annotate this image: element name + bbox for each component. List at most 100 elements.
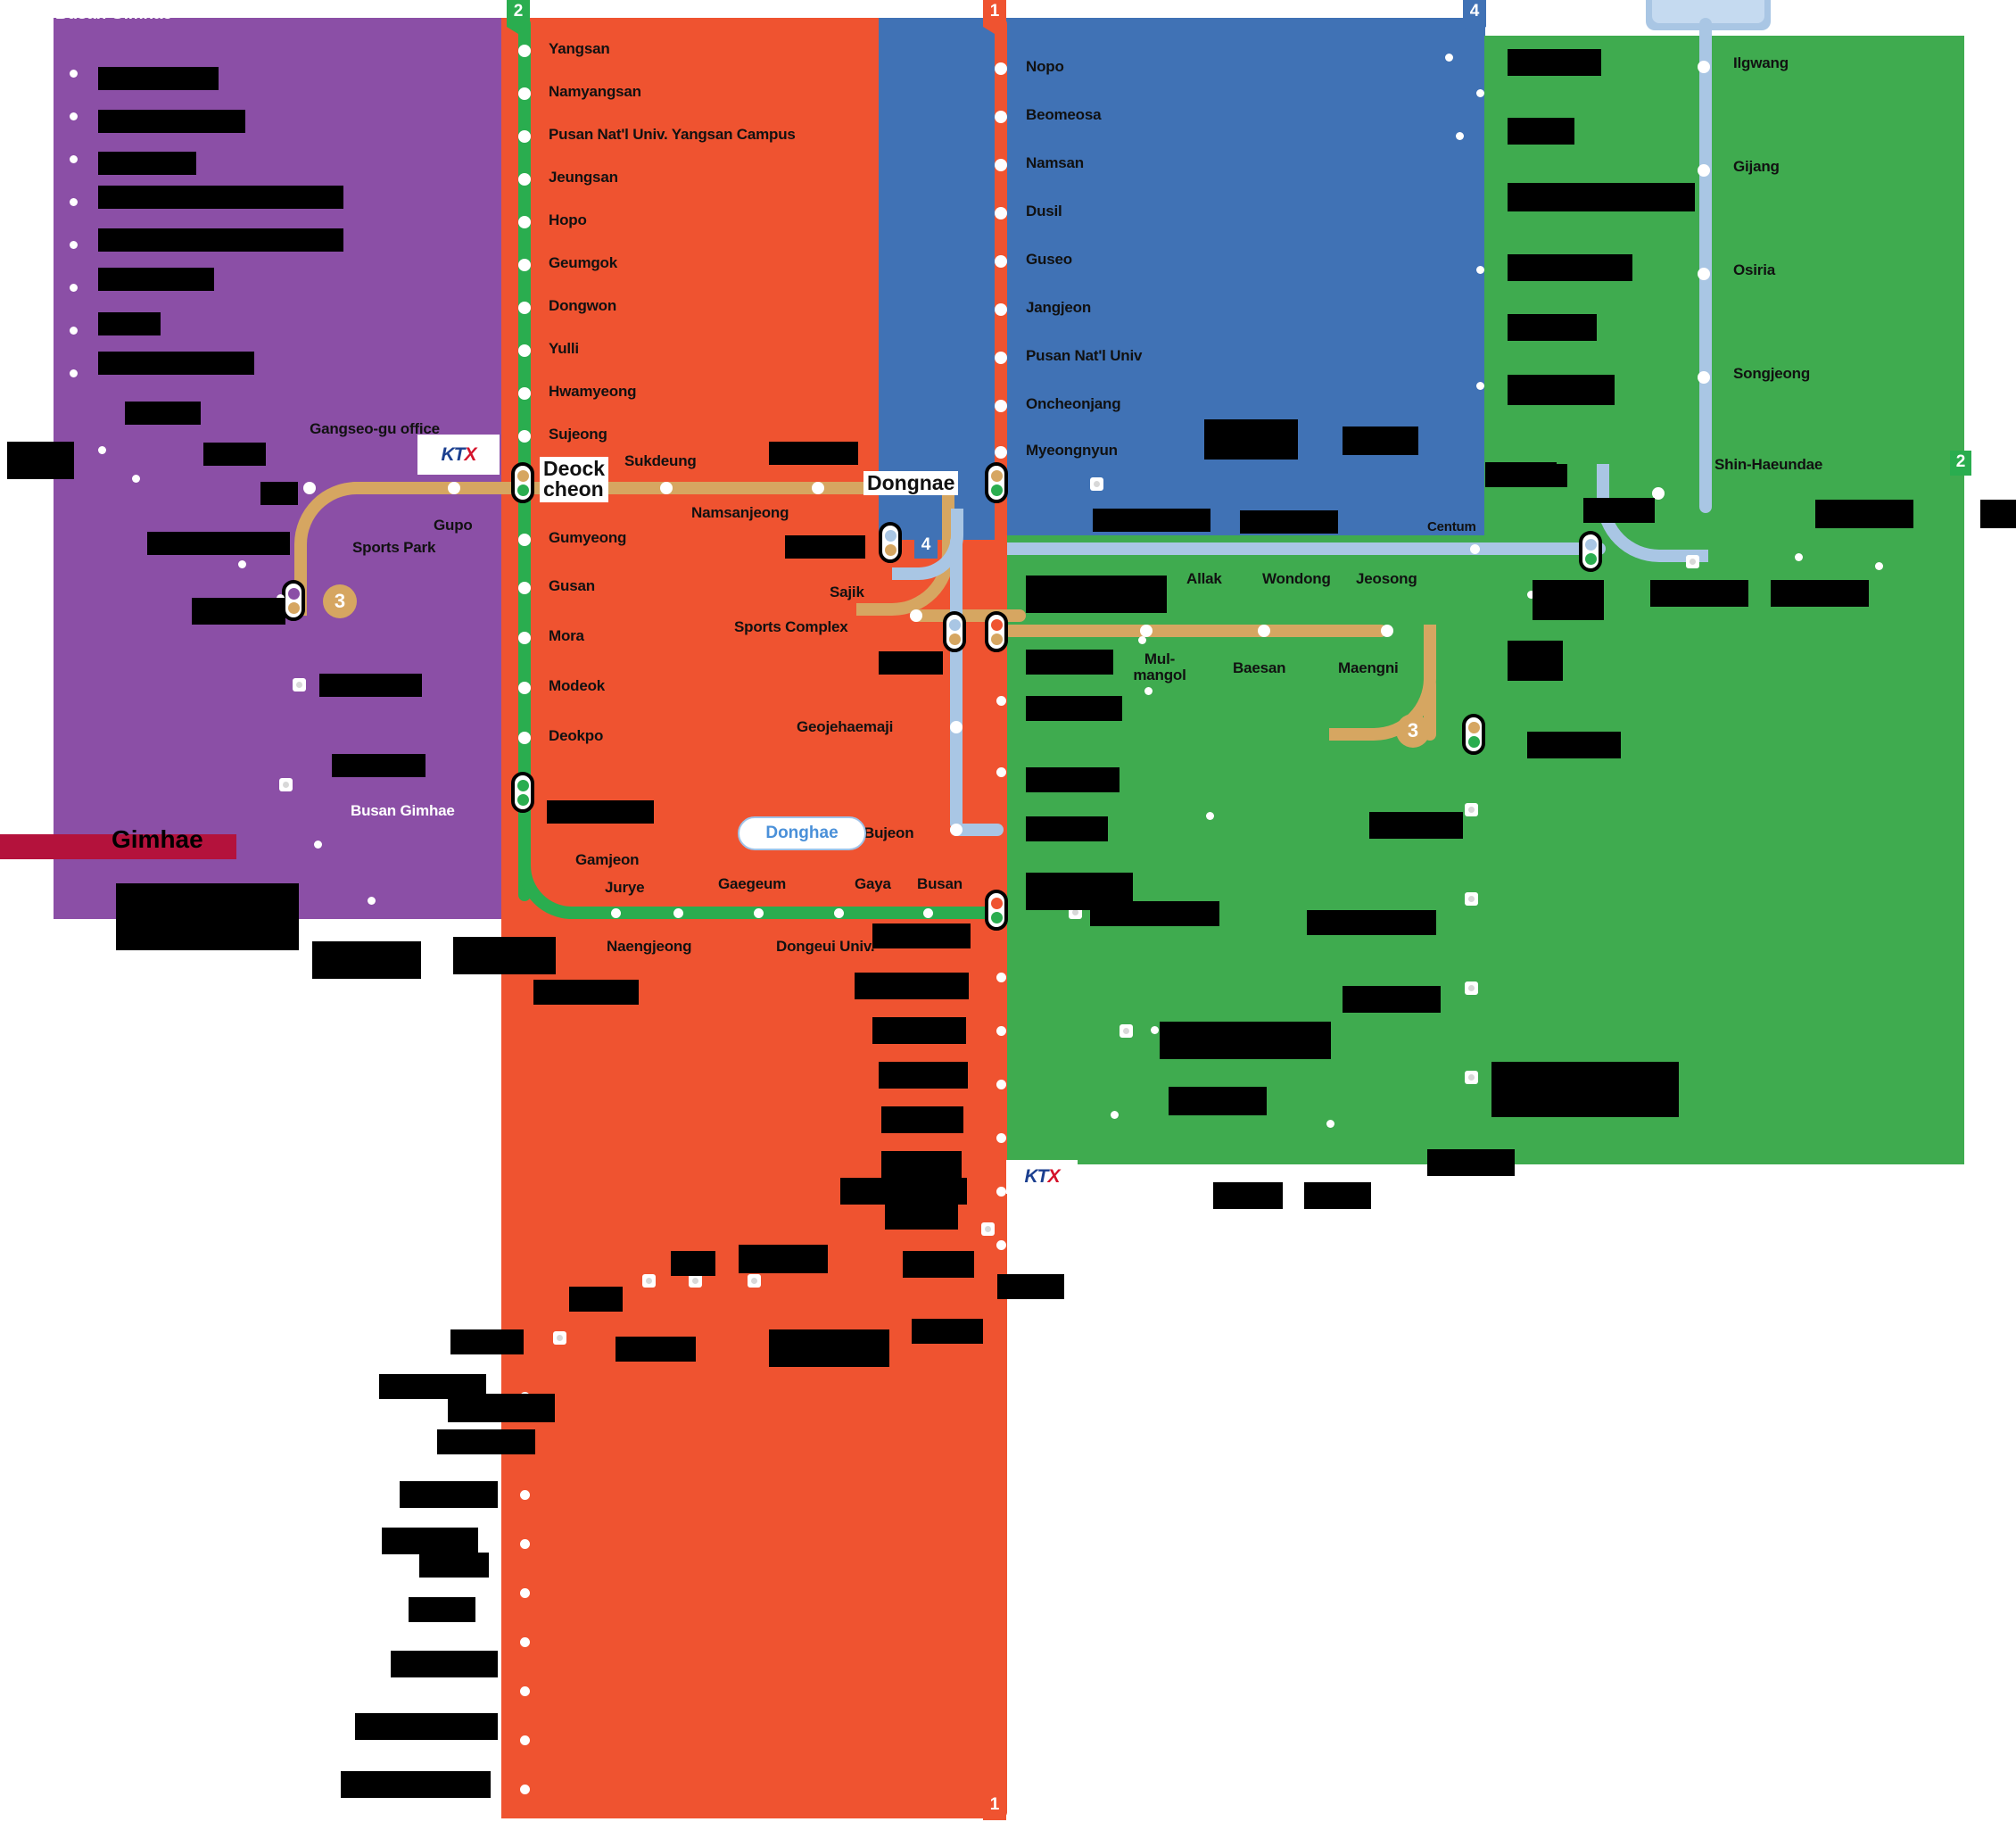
station-dot-l1-f[interactable] — [996, 1133, 1006, 1143]
station-dot-l2s-e[interactable] — [520, 1588, 530, 1598]
redaction-83 — [409, 1597, 475, 1622]
line2-trunk-north — [518, 18, 531, 901]
station-dot-osiria[interactable] — [1698, 268, 1710, 280]
station-label-dongwon: Dongwon — [549, 297, 617, 314]
station-dot-l2s-d[interactable] — [520, 1539, 530, 1549]
station-dot-baesan[interactable] — [1258, 625, 1270, 637]
station-dot-geumgok[interactable] — [518, 259, 531, 271]
station-dot-naengjeong[interactable] — [673, 908, 683, 918]
station-label-allak: Allak — [1186, 570, 1222, 587]
station-dot-namsan[interactable] — [995, 159, 1007, 171]
redaction-5 — [98, 228, 343, 252]
icon-dot-8 — [70, 369, 78, 377]
station-dot-guseo[interactable] — [995, 255, 1007, 268]
line3-marker-west-label: 3 — [334, 590, 346, 612]
transfer-seomyeon[interactable] — [985, 890, 1008, 931]
station-dot-deokpo[interactable] — [518, 732, 531, 744]
transfer-suyeong[interactable] — [1579, 531, 1602, 572]
redaction-45 — [1026, 650, 1113, 675]
icon-dot-11 — [238, 560, 246, 568]
station-dot-l1-b[interactable] — [996, 767, 1006, 777]
station-dot-pnu[interactable] — [995, 352, 1007, 364]
transfer-deokpo[interactable] — [511, 772, 534, 813]
transfer-deockcheon[interactable] — [511, 462, 534, 503]
station-dot-yangsan[interactable] — [518, 45, 531, 57]
station-dot-mulmangol[interactable] — [1140, 625, 1153, 637]
station-dot-geojehaemaji[interactable] — [950, 721, 963, 733]
station-dot-maengni[interactable] — [1381, 625, 1393, 637]
transfer-sports-complex[interactable] — [943, 611, 966, 652]
station-dot-beomeosa[interactable] — [995, 111, 1007, 123]
station-dot-l2s-h[interactable] — [520, 1735, 530, 1745]
station-dot-l2s-f[interactable] — [520, 1637, 530, 1647]
station-box-dongnae[interactable]: Dongnae — [863, 471, 959, 496]
station-dot-l2s-g[interactable] — [520, 1686, 530, 1696]
station-dot-modeok[interactable] — [518, 682, 531, 694]
station-dot-songjeong[interactable] — [1698, 371, 1710, 384]
station-dot-jurye[interactable] — [611, 908, 621, 918]
station-dot-gusan[interactable] — [518, 582, 531, 594]
station-box-deockcheon[interactable]: Deock cheon — [540, 457, 609, 502]
station-dot-l1-g[interactable] — [996, 1187, 1006, 1197]
transfer-dongnae[interactable] — [985, 462, 1008, 503]
badge-line2-top-label: 2 — [513, 2, 524, 21]
station-dot-namsanjeong[interactable] — [812, 482, 824, 494]
transfer-deokcheon-west[interactable] — [282, 580, 305, 621]
station-dot-gumyeong[interactable] — [518, 534, 531, 546]
station-dot-myeongnyun[interactable] — [995, 446, 1007, 459]
station-dot-sajik[interactable] — [910, 609, 922, 622]
donghae-line-tag[interactable]: Donghae — [738, 816, 866, 850]
transfer-yeonsan[interactable] — [985, 611, 1008, 652]
station-dot-dongwon[interactable] — [518, 302, 531, 314]
redaction-35 — [1508, 375, 1615, 405]
station-dot-l2s-i[interactable] — [520, 1785, 530, 1794]
redaction-55 — [1160, 1022, 1331, 1059]
icon-dot-9 — [98, 446, 106, 454]
station-dot-hwamyeong[interactable] — [518, 387, 531, 400]
station-dot-shin-haeundae[interactable] — [1652, 487, 1665, 500]
station-label-gupo: Gupo — [434, 517, 473, 534]
station-dot-l1-e[interactable] — [996, 1080, 1006, 1089]
station-dot-oncheonjang[interactable] — [995, 400, 1007, 412]
station-dot-sukdeung[interactable] — [660, 482, 673, 494]
station-label-gaya: Gaya — [855, 875, 891, 892]
donghae-horizontal — [1454, 542, 1606, 555]
station-dot-l1-c[interactable] — [996, 973, 1006, 982]
station-label-gaegeum: Gaegeum — [718, 875, 787, 892]
station-dot-sujeong[interactable] — [518, 430, 531, 443]
icon-sq-8 — [1465, 1071, 1478, 1084]
station-dot-pnu-yangsan[interactable] — [518, 130, 531, 143]
station-dot-ilgwang[interactable] — [1698, 61, 1710, 73]
station-label-gamjeon: Gamjeon — [575, 851, 640, 868]
station-dot-l1-a[interactable] — [996, 696, 1006, 706]
station-dot-gangseo-gu-office[interactable] — [303, 482, 316, 494]
line3-marker-east-label: 3 — [1407, 719, 1419, 741]
redaction-8 — [98, 352, 254, 375]
station-dot-gijang[interactable] — [1698, 164, 1710, 177]
redaction-12 — [260, 482, 298, 505]
station-dot-jangjeon[interactable] — [995, 303, 1007, 316]
redaction-48 — [1026, 816, 1108, 841]
station-dot-gupo[interactable] — [448, 482, 460, 494]
station-dot-nopo[interactable] — [995, 62, 1007, 75]
station-dot-hopo[interactable] — [518, 216, 531, 228]
station-dot-jeungsan[interactable] — [518, 173, 531, 186]
transfer-minam[interactable] — [879, 522, 902, 563]
region-label-busan-gimhae-mid: Busan Gimhae — [351, 802, 455, 819]
station-dot-mora[interactable] — [518, 632, 531, 644]
redaction-75 — [616, 1337, 696, 1362]
station-dot-l2s-c[interactable] — [520, 1490, 530, 1500]
station-dot-l1-d[interactable] — [996, 1026, 1006, 1036]
station-dot-namyangsan[interactable] — [518, 87, 531, 100]
station-dot-gaya[interactable] — [923, 908, 933, 918]
station-dot-bujeon[interactable] — [950, 824, 963, 836]
station-dot-dusil[interactable] — [995, 207, 1007, 219]
station-dot-centum[interactable] — [1470, 544, 1480, 554]
station-dot-l1-h[interactable] — [996, 1240, 1006, 1250]
redaction-88 — [872, 923, 971, 948]
station-dot-gaegeum[interactable] — [754, 908, 764, 918]
station-dot-yulli[interactable] — [518, 344, 531, 357]
station-dot-dongeui-univ[interactable] — [834, 908, 844, 918]
transfer-minam-east[interactable] — [1462, 714, 1485, 755]
